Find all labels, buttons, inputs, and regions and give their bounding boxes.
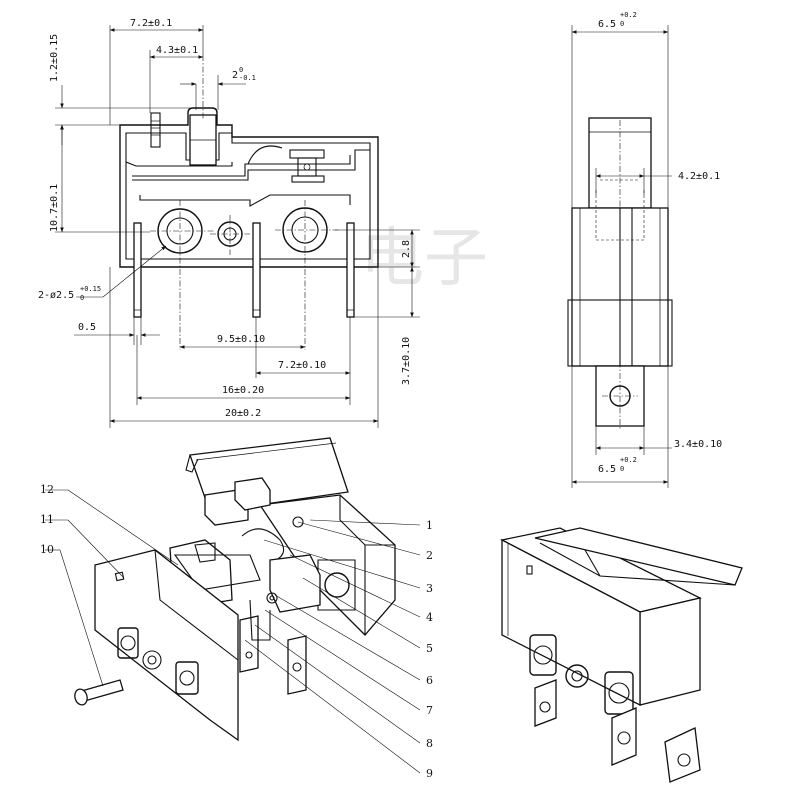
- exploded-cover-hole-2: [142, 650, 162, 670]
- svg-text:+0.2: +0.2: [620, 11, 637, 19]
- front-terminal-middle: [252, 222, 261, 318]
- callout-9: 9: [426, 767, 433, 780]
- dim-10-7: 10.7±0.1: [49, 184, 60, 232]
- exploded-view: 1 2 3 4 5 6 7 8 9 10 11 12: [40, 437, 433, 780]
- dim-hole: 2-ø2.5: [38, 290, 74, 301]
- dim-4-3: 4.3±0.1: [156, 45, 198, 56]
- front-slot: [150, 112, 161, 148]
- front-lever: [125, 161, 233, 167]
- assembled-hole-1: [529, 634, 557, 676]
- dim-6-5-bottom: 6.5: [598, 464, 616, 475]
- dim-2: 2: [232, 70, 238, 81]
- callout-12: 12: [40, 483, 54, 496]
- front-view: 7.2±0.1 4.3±0.1 2 0 -0.1 1.2±0.15 10.7±0…: [38, 18, 420, 428]
- assembled-lever: [534, 527, 743, 586]
- callout-1: 1: [426, 519, 433, 532]
- svg-text:0: 0: [239, 66, 243, 74]
- dim-6-5-top: 6.5: [598, 19, 616, 30]
- svg-text:0: 0: [80, 294, 84, 302]
- front-terminal-right: [346, 222, 355, 318]
- exploded-cover-hole-3: [175, 661, 199, 695]
- svg-text:+0.2: +0.2: [620, 456, 637, 464]
- watermark-top: 电子: [360, 222, 488, 296]
- dim-20: 20±0.2: [225, 408, 261, 419]
- front-terminal-left: [133, 222, 142, 318]
- exploded-small-pin: [292, 516, 304, 528]
- dim-16: 16±0.20: [222, 385, 264, 396]
- dim-3-7: 3.7±0.10: [401, 337, 412, 385]
- dim-4-2: 4.2±0.1: [678, 171, 720, 182]
- assembled-hole-3: [604, 671, 634, 715]
- svg-text:0: 0: [620, 20, 624, 28]
- dim-1-2: 1.2±0.15: [49, 34, 60, 82]
- callout-3: 3: [426, 582, 433, 595]
- assembled-hole-2: [565, 664, 589, 688]
- side-view: 6.5 +0.2 0 4.2±0.1 3.4±0.10 6.5 +0.2 0: [567, 11, 722, 488]
- assembled-terminal-2: [611, 707, 637, 766]
- exploded-cover-hole-1: [117, 627, 139, 659]
- exploded-back-hole: [324, 572, 350, 598]
- front-body-inner: [125, 132, 371, 260]
- svg-text:-0.1: -0.1: [239, 74, 256, 82]
- svg-text:0: 0: [620, 465, 624, 473]
- dim-9-5: 9.5±0.10: [217, 334, 265, 345]
- callout-6: 6: [426, 674, 433, 687]
- dim-2-8: 2.8: [401, 240, 412, 258]
- assembled-terminal-3: [664, 727, 701, 783]
- assembled-right-face: [639, 597, 701, 706]
- callout-2: 2: [426, 549, 433, 562]
- assembled-slot: [526, 565, 533, 575]
- callout-5: 5: [426, 642, 433, 655]
- exploded-terminal-2: [287, 635, 307, 695]
- front-spring: [247, 145, 283, 165]
- front-body-outline: [119, 107, 379, 268]
- assembled-front-face: [501, 538, 641, 707]
- callout-4: 4: [426, 611, 433, 624]
- callout-8: 8: [426, 737, 433, 750]
- assembled-view: [500, 527, 743, 783]
- callout-10: 10: [40, 543, 54, 556]
- front-contact-frame: [139, 194, 351, 207]
- svg-text:+0.15: +0.15: [80, 285, 101, 293]
- exploded-contact: [269, 554, 321, 613]
- assembled-terminal-1: [534, 679, 557, 727]
- dim-0-5: 0.5: [78, 322, 96, 333]
- dim-7-2-bottom: 7.2±0.10: [278, 360, 326, 371]
- exploded-terminal-1: [239, 615, 259, 673]
- dim-7-2-top: 7.2±0.1: [130, 18, 172, 29]
- callout-7: 7: [426, 704, 433, 717]
- exploded-spring: [241, 528, 285, 563]
- dim-3-4: 3.4±0.10: [674, 439, 722, 450]
- callout-11: 11: [40, 513, 54, 526]
